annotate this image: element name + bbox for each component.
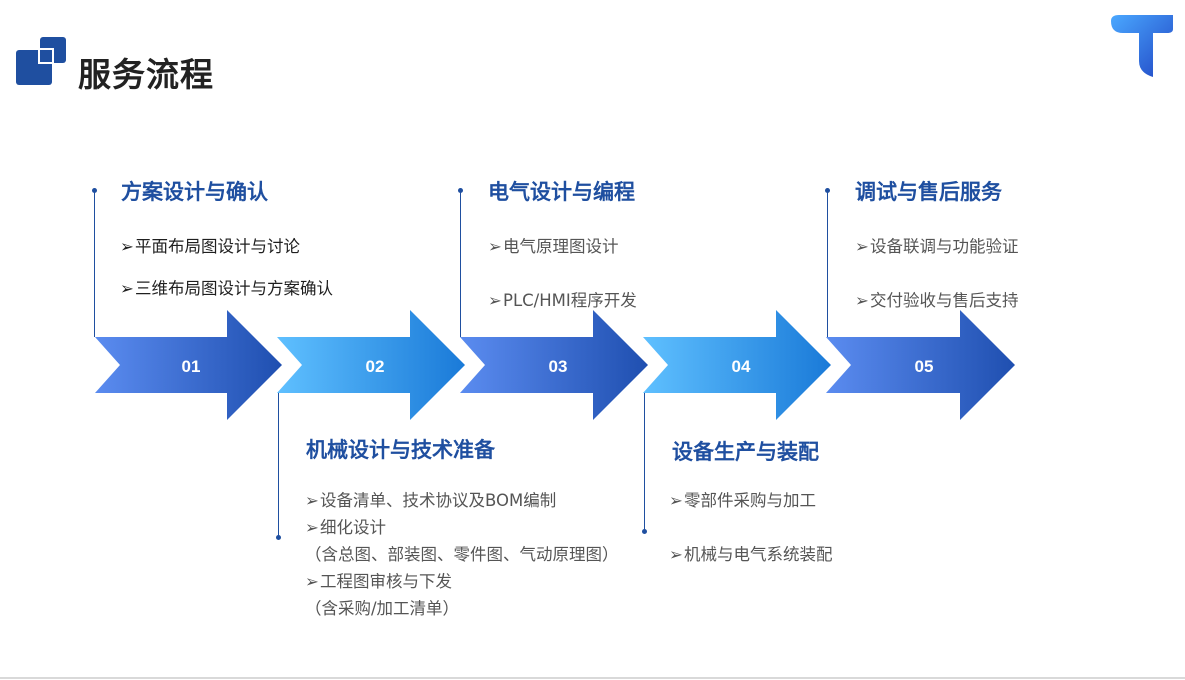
arrow-01: 01	[95, 310, 282, 420]
connector-line	[460, 191, 461, 337]
connector-dot	[92, 188, 97, 193]
bullet-item: ➢设备联调与功能验证	[855, 237, 1019, 256]
connector-line	[644, 393, 645, 531]
bullet-item: ➢细化设计	[305, 518, 386, 537]
bullet-item: ➢机械与电气系统装配	[669, 545, 833, 564]
bullet-item: ➢电气原理图设计	[488, 237, 619, 256]
connector-dot	[825, 188, 830, 193]
stage-title-4: 设备生产与装配	[672, 440, 819, 464]
stage-title-3: 电气设计与编程	[488, 180, 635, 204]
arrow-bullet-icon: ➢	[669, 545, 683, 564]
bullet-item: ➢PLC/HMI程序开发	[488, 291, 637, 310]
arrow-bullet-icon: ➢	[120, 237, 134, 256]
stage-title-2: 机械设计与技术准备	[306, 438, 495, 462]
arrow-bullet-icon: ➢	[488, 237, 502, 256]
bottom-divider	[0, 677, 1185, 679]
arrow-label-01: 01	[182, 357, 201, 376]
arrow-bullet-icon: ➢	[305, 572, 319, 591]
arrow-label-03: 03	[549, 357, 568, 376]
bullet-item: ➢平面布局图设计与讨论	[120, 237, 300, 256]
stage-title-5: 调试与售后服务	[855, 180, 1002, 204]
arrow-bullet-icon: ➢	[120, 279, 134, 298]
arrow-bullet-icon: ➢	[305, 518, 319, 537]
connector-line	[94, 191, 95, 337]
bullet-note: （含总图、部装图、零件图、气动原理图）	[305, 545, 619, 564]
stage-title-1: 方案设计与确认	[121, 180, 268, 204]
arrow-bullet-icon: ➢	[488, 291, 502, 310]
bullet-item: ➢零部件采购与加工	[669, 491, 816, 510]
arrow-05: 05	[826, 310, 1015, 420]
arrow-label-05: 05	[915, 357, 934, 376]
connector-line	[278, 393, 279, 537]
connector-dot	[276, 535, 281, 540]
arrow-02: 02	[277, 310, 465, 420]
arrow-bullet-icon: ➢	[669, 491, 683, 510]
bullet-item: ➢设备清单、技术协议及BOM编制	[305, 491, 557, 510]
bullet-note: （含采购/加工清单）	[305, 599, 460, 618]
arrow-bullet-icon: ➢	[855, 291, 869, 310]
bullet-item: ➢三维布局图设计与方案确认	[120, 279, 333, 298]
connector-dot	[458, 188, 463, 193]
arrow-label-02: 02	[366, 357, 385, 376]
arrow-03: 03	[460, 310, 648, 420]
connector-line	[827, 191, 828, 337]
arrow-bullet-icon: ➢	[305, 491, 319, 510]
arrow-label-04: 04	[732, 357, 751, 376]
arrow-bullet-icon: ➢	[855, 237, 869, 256]
page-title: 服务流程	[78, 55, 214, 94]
logo-mark-icon	[16, 37, 66, 85]
bullet-item: ➢工程图审核与下发	[305, 572, 452, 591]
bullet-item: ➢交付验收与售后支持	[855, 291, 1019, 310]
arrow-04: 04	[643, 310, 831, 420]
brand-logo-icon	[1111, 15, 1173, 77]
connector-dot	[642, 529, 647, 534]
